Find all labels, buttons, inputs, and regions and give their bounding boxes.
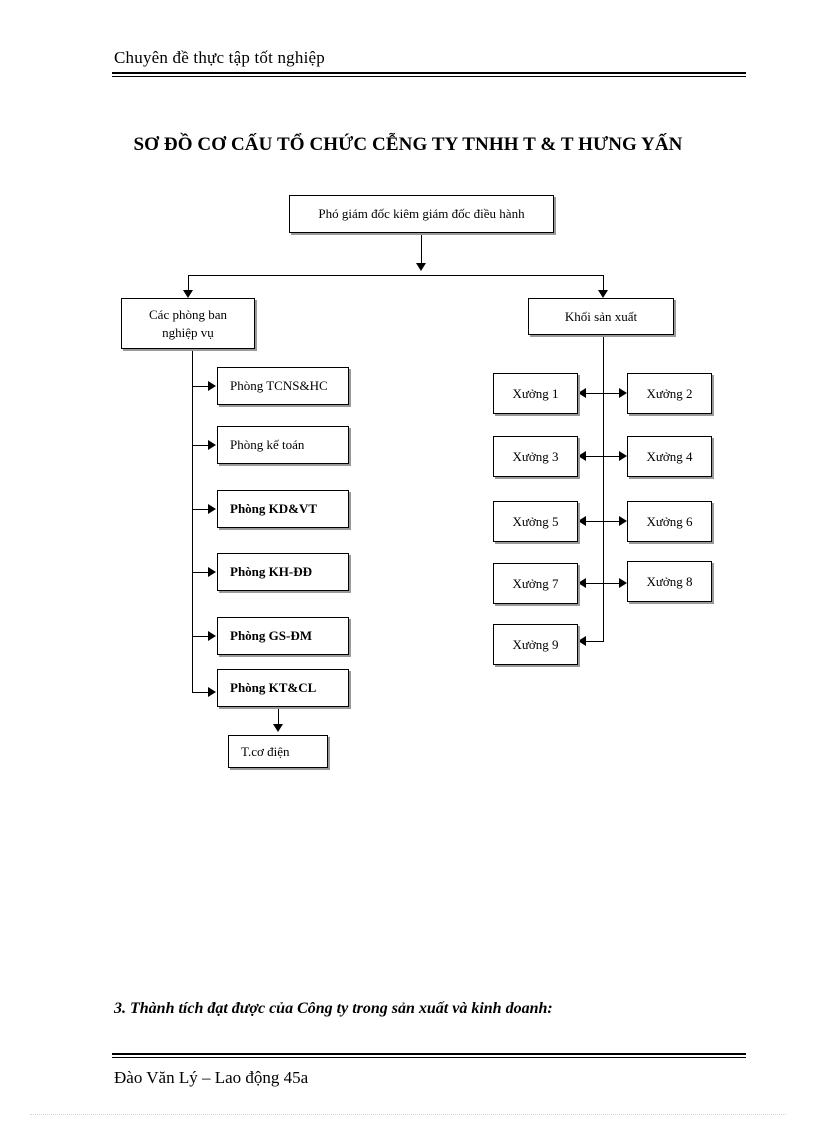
running-header: Chuyên đề thực tập tốt nghiệp — [114, 48, 325, 67]
arrowhead-workshop-2 — [619, 388, 627, 398]
org-box-workshop-5: Xưởng 5 — [493, 501, 578, 542]
arrowhead-workshop-4 — [619, 451, 627, 461]
org-box-departments-group: Các phòng ban nghiệp vụ — [121, 298, 255, 349]
arrowhead-workshop-3 — [578, 451, 586, 461]
org-box-sub-department: T.cơ điện — [228, 735, 328, 768]
arrowhead-drop-right — [598, 290, 608, 298]
org-box-department-5: Phòng GS-ĐM — [217, 617, 349, 655]
org-box-workshop-7: Xưởng 7 — [493, 563, 578, 604]
org-box-workshop-2: Xưởng 2 — [627, 373, 712, 414]
org-box-department-4: Phòng KH-ĐĐ — [217, 553, 349, 591]
connector-workshop-row-1 — [586, 393, 621, 394]
connector-workshop-spine — [603, 335, 604, 641]
diagram-title: SƠ ĐỒ CƠ CẤU TỔ CHỨC CỄNG TY TNHH T & T … — [133, 134, 683, 155]
connector-drop-left — [188, 275, 189, 292]
footer-rule-thin — [112, 1057, 746, 1058]
section-heading: 3. Thành tích đạt được của Công ty trong… — [114, 1000, 553, 1017]
connector-dept-3 — [192, 509, 209, 510]
org-box-department-1: Phòng TCNS&HC — [217, 367, 349, 405]
arrowhead-workshop-5 — [578, 516, 586, 526]
org-box-workshop-6: Xưởng 6 — [627, 501, 712, 542]
org-box-department-3: Phòng KD&VT — [217, 490, 349, 528]
arrowhead-dept-5 — [208, 631, 216, 641]
arrowhead-dept-6 — [208, 687, 216, 697]
org-box-department-6: Phòng KT&CL — [217, 669, 349, 707]
connector-root-stem — [421, 233, 422, 265]
footer-rule-thick — [112, 1053, 746, 1055]
arrowhead-dept-4 — [208, 567, 216, 577]
org-box-department-2: Phòng kế toán — [217, 426, 349, 464]
org-box-director: Phó giám đốc kiêm giám đốc điều hành — [289, 195, 554, 233]
arrowhead-dept-3 — [208, 504, 216, 514]
connector-dept-1 — [192, 386, 209, 387]
departments-group-label-line2: nghiệp vụ — [162, 324, 214, 340]
arrowhead-subdept — [273, 724, 283, 732]
connector-dept-5 — [192, 636, 209, 637]
connector-workshop-row-4 — [586, 583, 621, 584]
connector-split-bar — [188, 275, 603, 276]
arrowhead-workshop-7 — [578, 578, 586, 588]
arrowhead-dept-1 — [208, 381, 216, 391]
arrowhead-root-stem — [416, 263, 426, 271]
org-box-workshop-8: Xưởng 8 — [627, 561, 712, 602]
header-rule-thin — [112, 76, 746, 77]
departments-group-label-line1: Các phòng ban — [149, 306, 227, 322]
org-box-workshop-9: Xưởng 9 — [493, 624, 578, 665]
header-rule-thick — [112, 72, 746, 74]
connector-workshop-row-2 — [586, 456, 621, 457]
arrowhead-workshop-9-left — [578, 636, 586, 646]
footer-author-line: Đào Văn Lý – Lao động 45a — [114, 1068, 309, 1087]
connector-workshop-row-3 — [586, 521, 621, 522]
arrowhead-workshop-9 — [619, 578, 627, 588]
connector-dept-6 — [192, 692, 209, 693]
connector-drop-right — [603, 275, 604, 292]
connector-subdept-stem — [278, 707, 279, 726]
connector-dept-4 — [192, 572, 209, 573]
page-bottom-divider — [30, 1114, 786, 1115]
connector-department-spine — [192, 349, 193, 693]
arrowhead-drop-left — [183, 290, 193, 298]
org-box-production-block: Khối sản xuất — [528, 298, 674, 335]
connector-dept-2 — [192, 445, 209, 446]
arrowhead-workshop-1 — [578, 388, 586, 398]
org-box-workshop-1: Xưởng 1 — [493, 373, 578, 414]
org-box-workshop-4: Xưởng 4 — [627, 436, 712, 477]
connector-workshop-row-5 — [586, 641, 604, 642]
org-box-workshop-3: Xưởng 3 — [493, 436, 578, 477]
arrowhead-workshop-6 — [619, 516, 627, 526]
arrowhead-dept-2 — [208, 440, 216, 450]
